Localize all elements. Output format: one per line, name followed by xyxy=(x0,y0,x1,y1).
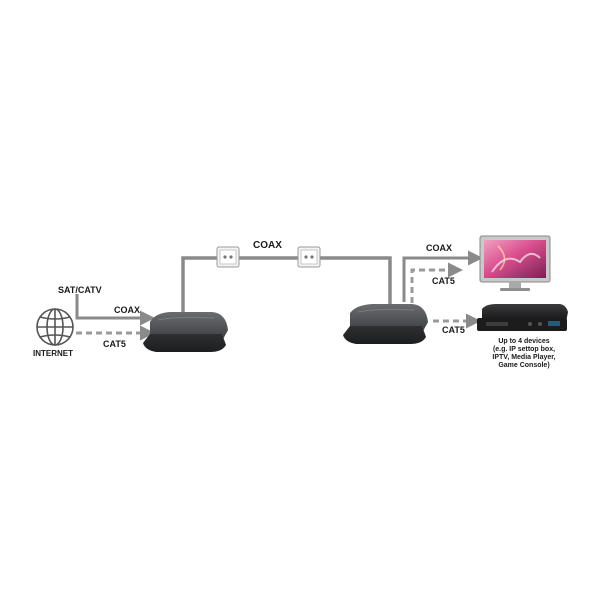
devices-note-line: (e.g. IP settop box, xyxy=(492,346,556,353)
label-cat5-right-top: CAT5 xyxy=(432,276,455,286)
cat5-cable-tv xyxy=(410,262,463,303)
coax-wall-socket-right xyxy=(297,246,321,268)
adapter-device-left xyxy=(143,312,228,352)
devices-note: Up to 4 devices (e.g. IP settop box, IPT… xyxy=(478,338,570,370)
label-cat5-right-bottom: CAT5 xyxy=(442,325,465,335)
coax-cable-input xyxy=(75,294,155,326)
coax-wall-socket-left xyxy=(216,246,240,268)
label-sat-catv: SAT/CATV xyxy=(58,285,102,295)
label-coax-left: COAX xyxy=(114,305,141,315)
label-coax-right: COAX xyxy=(426,243,453,253)
devices-note-line: Up to 4 devices xyxy=(498,338,550,345)
label-coax-middle: COAX xyxy=(253,240,282,251)
devices-note-line: Game Console) xyxy=(498,362,550,369)
tv-monitor xyxy=(479,235,551,291)
adapter-device-right xyxy=(343,304,428,344)
devices-note-line: IPTV, Media Player, xyxy=(492,354,556,361)
coax-cable-tv xyxy=(402,250,483,302)
label-internet: INTERNET xyxy=(33,349,73,358)
label-cat5-left: CAT5 xyxy=(103,339,126,349)
coax-cable-inhome xyxy=(181,256,392,318)
globe-icon xyxy=(36,308,74,346)
settop-box xyxy=(477,304,568,331)
